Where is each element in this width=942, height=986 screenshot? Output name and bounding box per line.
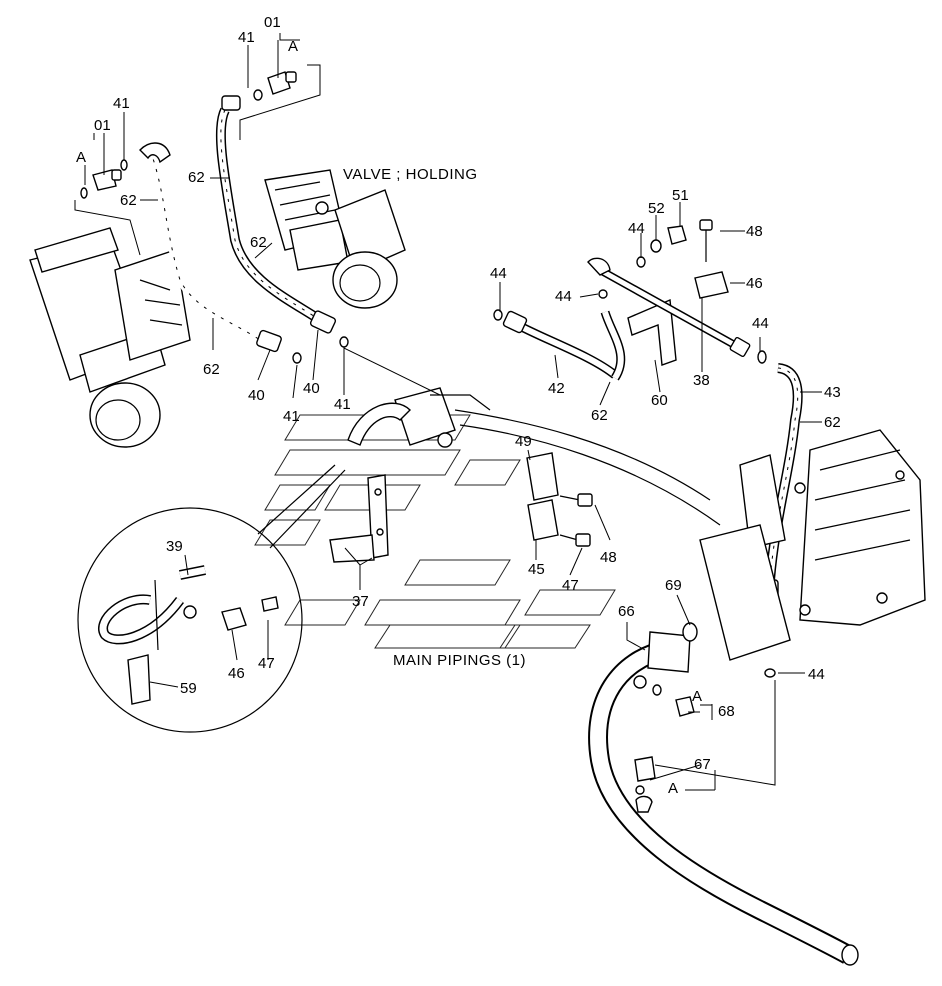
caption-valve-holding: VALVE ; HOLDING	[343, 166, 477, 183]
label-47-inset: 47	[258, 655, 275, 672]
label-39: 39	[166, 538, 183, 555]
part-labels: 01 A 41 41 01 A 62 62 62 62 40 41 40 41 …	[76, 14, 841, 797]
label-59: 59	[180, 680, 197, 697]
bracket-37	[329, 474, 389, 563]
fitting-01-left	[80, 159, 128, 199]
junction-block	[347, 387, 721, 526]
label-40-mid: 40	[303, 380, 320, 397]
label-46-inset: 46	[228, 665, 245, 682]
caption-main-pipings: MAIN PIPINGS (1)	[393, 652, 526, 669]
label-a-top: A	[288, 38, 298, 55]
label-46-top: 46	[746, 275, 763, 292]
label-45: 45	[528, 561, 545, 578]
label-51: 51	[672, 187, 689, 204]
orings	[292, 256, 776, 795]
label-01-left: 01	[94, 117, 111, 134]
label-67: 67	[694, 756, 711, 773]
watermark-logo	[254, 414, 616, 649]
label-62-right: 62	[824, 414, 841, 431]
clamp-46-top	[694, 271, 729, 299]
tube-38	[587, 257, 751, 358]
label-60: 60	[651, 392, 668, 409]
control-valve	[699, 429, 926, 661]
label-48-mid: 48	[600, 549, 617, 566]
hose-upper-62	[215, 95, 337, 334]
leader-lines	[74, 33, 822, 791]
lift-cylinder-left	[29, 227, 191, 448]
holding-valve	[264, 169, 406, 309]
label-62-pipe: 62	[591, 407, 608, 424]
label-48-top: 48	[746, 223, 763, 240]
label-41-left: 41	[113, 95, 130, 112]
label-a-left: A	[76, 149, 86, 166]
label-47-mid: 47	[562, 577, 579, 594]
hose-left-62	[139, 142, 282, 353]
pipe-42	[502, 310, 618, 379]
label-43: 43	[824, 384, 841, 401]
label-49: 49	[515, 433, 532, 450]
nut-51	[667, 225, 687, 245]
label-a-68: A	[692, 688, 702, 705]
label-01-top: 01	[264, 14, 281, 31]
washer-52	[650, 239, 662, 253]
clamp-49	[526, 452, 559, 501]
label-41-mid: 41	[283, 408, 300, 425]
label-44-bottom: 44	[808, 666, 825, 683]
label-44-a: 44	[490, 265, 507, 282]
clamp-45	[527, 499, 559, 541]
label-69: 69	[665, 577, 682, 594]
label-68: 68	[718, 703, 735, 720]
label-a-67: A	[668, 780, 678, 797]
label-62-upper: 62	[188, 169, 205, 186]
label-44-b: 44	[555, 288, 572, 305]
label-40-left: 40	[248, 387, 265, 404]
label-62-left: 62	[120, 192, 137, 209]
bracket-60	[627, 298, 677, 366]
detail-inset	[77, 464, 346, 733]
label-44-c: 44	[628, 220, 645, 237]
label-41-right: 41	[334, 396, 351, 413]
pipe-62-bent	[600, 310, 626, 381]
label-62-mid: 62	[250, 234, 267, 251]
label-42: 42	[548, 380, 565, 397]
label-41-top: 41	[238, 29, 255, 46]
bolt-48-mid	[559, 493, 593, 507]
bolt-47-mid	[559, 533, 591, 547]
label-66: 66	[618, 603, 635, 620]
bolt-48-top	[699, 219, 713, 262]
label-62-low: 62	[203, 361, 220, 378]
label-38: 38	[693, 372, 710, 389]
return-pipe-66	[588, 631, 859, 966]
label-37: 37	[352, 593, 369, 610]
fitting-01-upper	[253, 71, 297, 101]
label-44-d: 44	[752, 315, 769, 332]
label-52: 52	[648, 200, 665, 217]
